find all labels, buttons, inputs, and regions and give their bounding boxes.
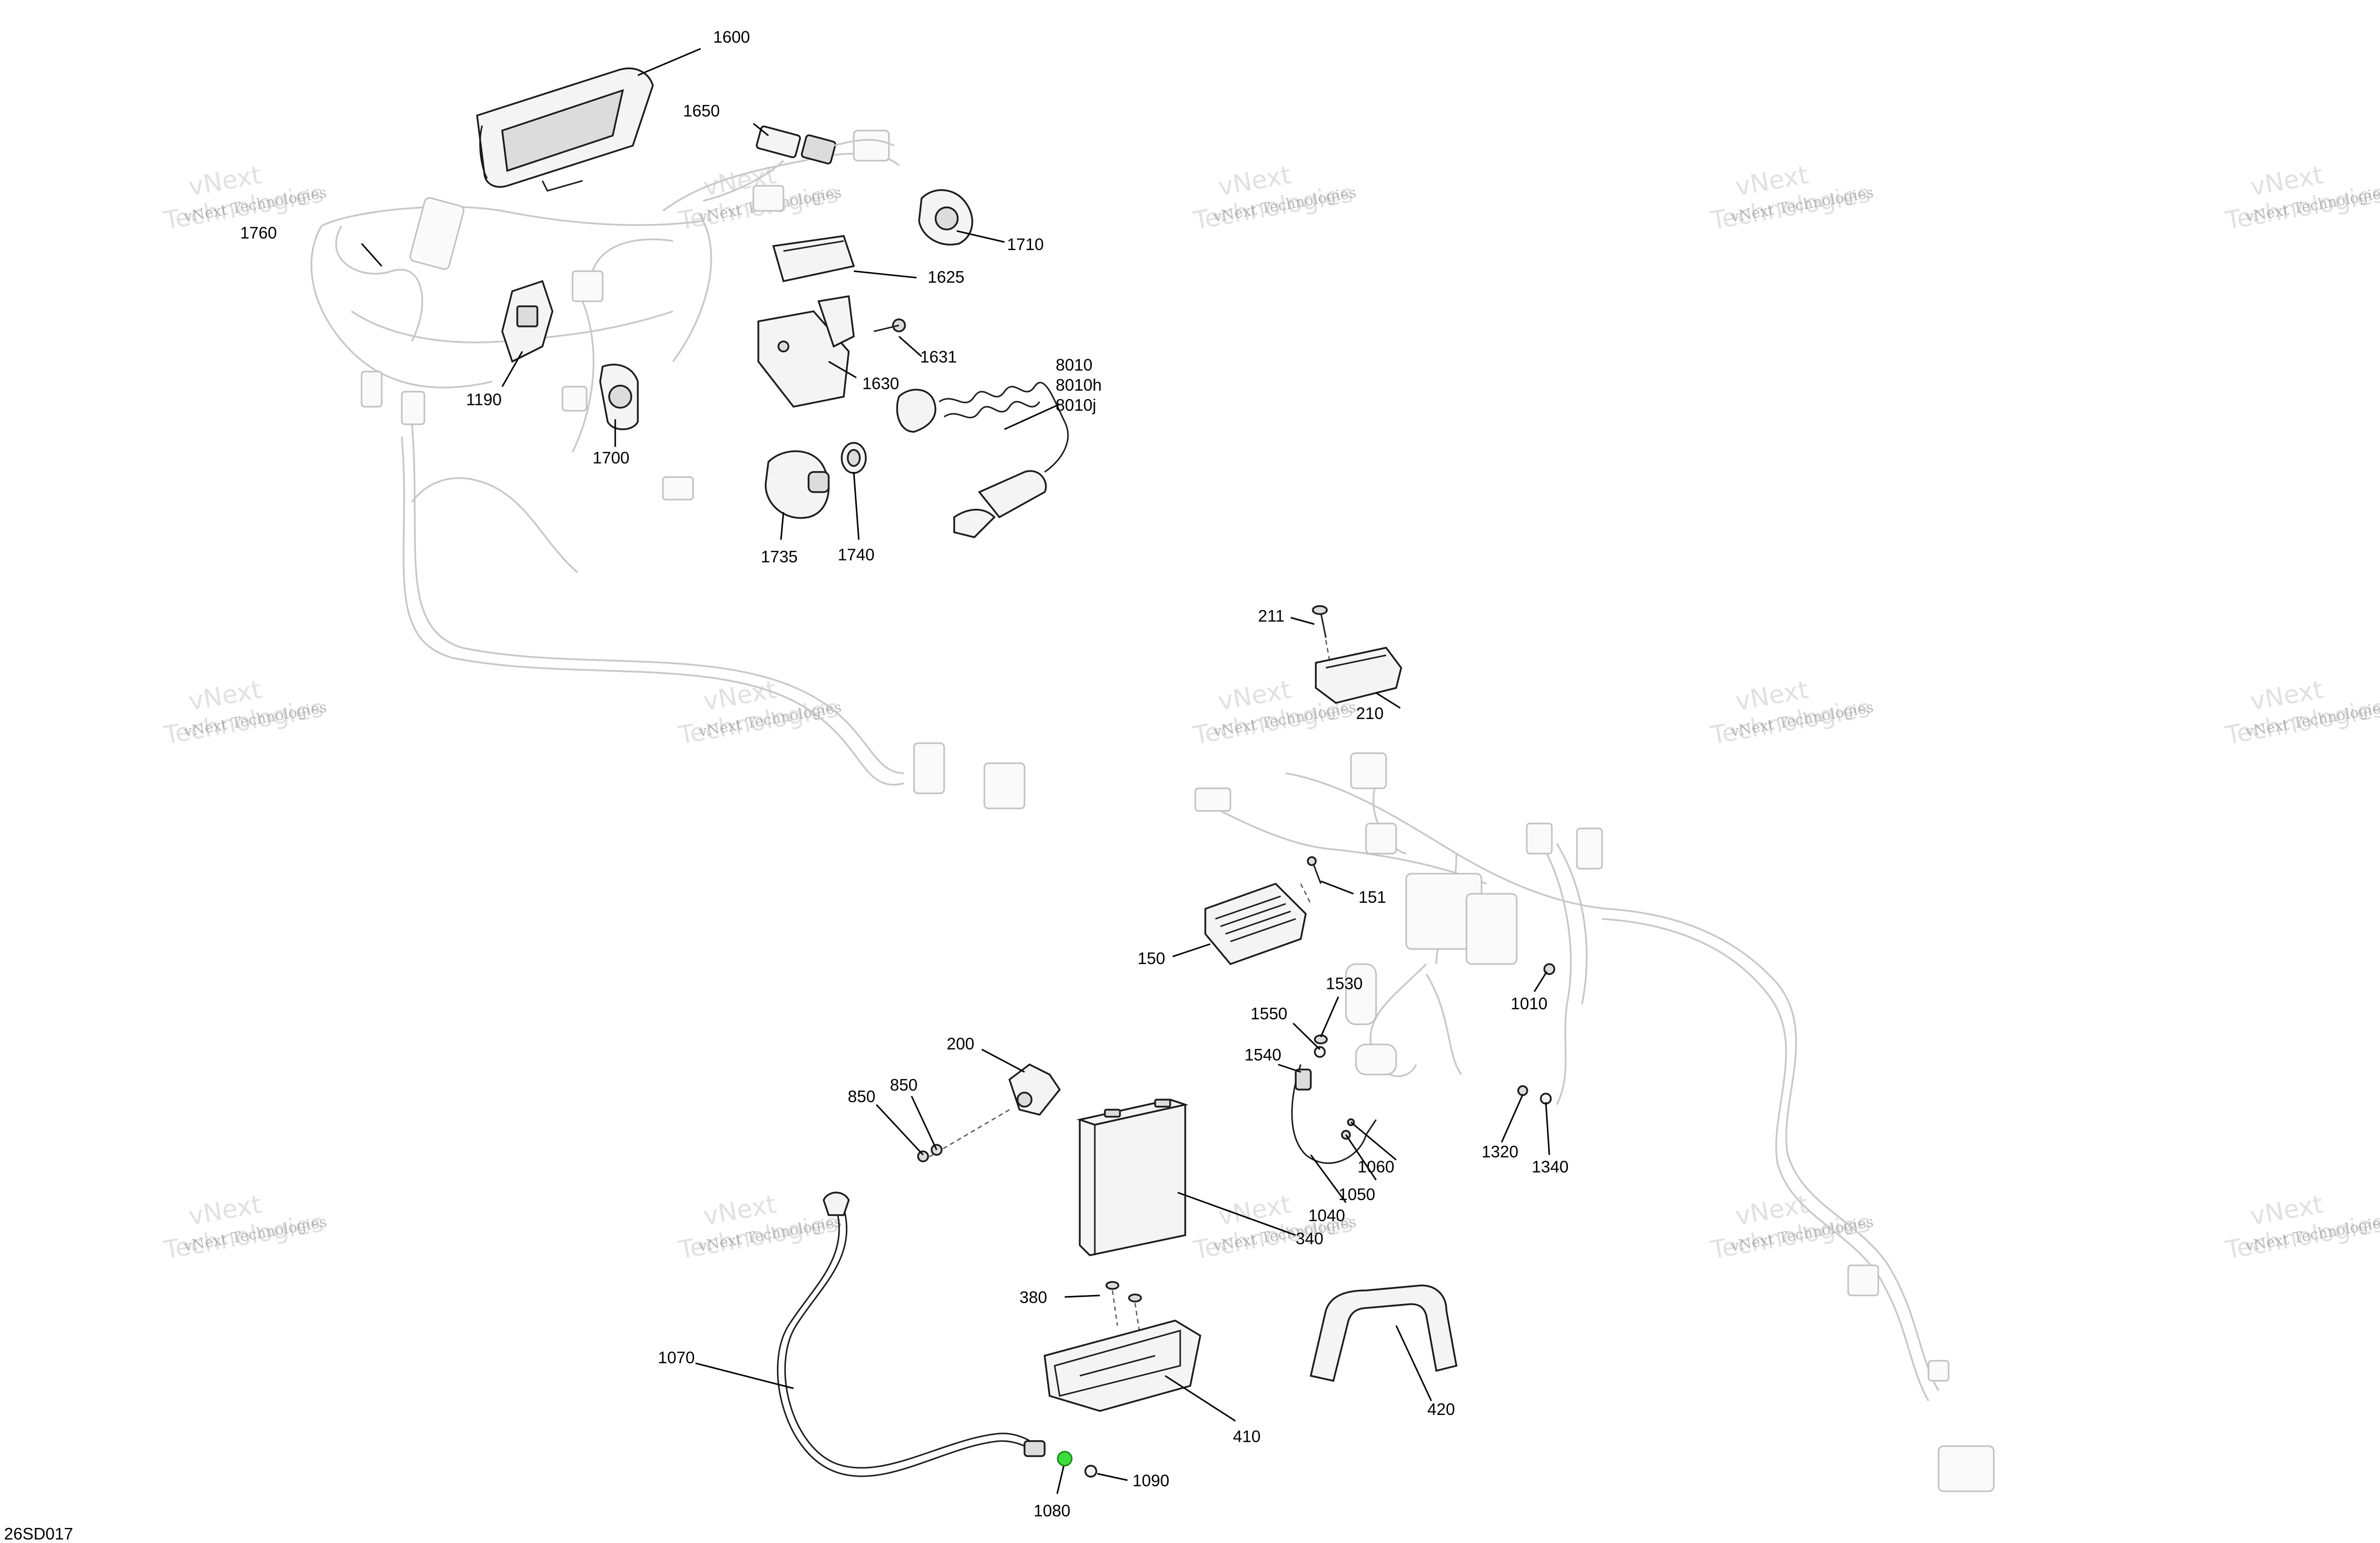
part-200-starter-solenoid	[924, 1063, 1061, 1161]
callout-1530: 1530	[1326, 974, 1363, 993]
callout-labels: 1600 1650 1760 1710 1625 1631 1630 8010 …	[240, 28, 1568, 1520]
upper-wiring-harness	[310, 130, 1026, 809]
callout-1050: 1050	[1338, 1185, 1375, 1204]
callout-1600: 1600	[713, 28, 750, 46]
callout-1320: 1320	[1482, 1142, 1518, 1161]
part-8010-ignition-key-tether	[896, 382, 1069, 538]
callout-150: 150	[1138, 949, 1165, 968]
callout-1190: 1190	[466, 390, 502, 409]
part-210-module	[1315, 647, 1402, 704]
callout-1040: 1040	[1308, 1206, 1345, 1225]
part-1631-screw	[873, 318, 906, 332]
part-1710-socket	[918, 189, 973, 246]
callout-1010: 1010	[1511, 994, 1547, 1013]
part-420-hold-down-strap	[1309, 1284, 1458, 1382]
part-1625-module	[772, 235, 855, 283]
part-410-battery-tray	[1044, 1320, 1201, 1412]
callout-1540: 1540	[1244, 1045, 1281, 1064]
callout-1090: 1090	[1132, 1471, 1169, 1490]
callout-1740: 1740	[838, 545, 874, 564]
part-1630-bracket	[757, 295, 855, 408]
part-1740-nut	[841, 442, 867, 474]
callout-380: 380	[1019, 1288, 1047, 1307]
part-151-screw	[1307, 856, 1322, 884]
callout-340: 340	[1296, 1229, 1323, 1248]
callout-1710: 1710	[1007, 235, 1044, 254]
callout-1625: 1625	[928, 268, 964, 286]
callout-1650: 1650	[683, 101, 720, 120]
callout-8010h: 8010h	[1056, 376, 1102, 394]
part-1190-switch	[501, 280, 553, 363]
callout-1060: 1060	[1357, 1157, 1394, 1176]
part-1080-nut-highlight	[1057, 1451, 1073, 1467]
callout-1735: 1735	[761, 547, 798, 566]
callout-1630: 1630	[862, 374, 899, 393]
callout-1700: 1700	[593, 448, 629, 467]
callout-850: 850	[890, 1076, 918, 1094]
part-1090-washer	[1084, 1465, 1097, 1478]
callout-1340: 1340	[1532, 1157, 1568, 1176]
callout-1550: 1550	[1251, 1004, 1287, 1023]
callout-1070: 1070	[658, 1348, 695, 1367]
part-1070-battery-cable	[776, 1192, 1046, 1477]
callout-410: 410	[1233, 1427, 1261, 1446]
part-1600-instrument-cluster	[476, 67, 654, 192]
part-1050-1060-hardware	[1341, 1118, 1355, 1140]
callout-8010j: 8010j	[1056, 396, 1096, 414]
callout-1080: 1080	[1034, 1501, 1070, 1520]
part-1040-battery-cable	[1291, 1064, 1377, 1164]
part-850-nuts	[917, 1144, 943, 1162]
callout-210: 210	[1356, 704, 1384, 723]
part-1700-socket	[599, 364, 639, 430]
callout-8010: 8010	[1056, 355, 1092, 374]
part-380-screws	[1105, 1281, 1142, 1336]
part-150-voltage-regulator	[1204, 882, 1312, 966]
callout-420: 420	[1427, 1400, 1455, 1418]
part-340-battery	[1076, 1099, 1189, 1256]
callout-200: 200	[947, 1034, 974, 1053]
callout-211: 211	[1258, 607, 1285, 625]
lower-wiring-harness	[1194, 752, 1995, 1492]
callout-850: 850	[848, 1087, 875, 1106]
leader-lines	[361, 48, 1550, 1494]
part-1735-ignition-switch	[764, 450, 830, 519]
diagram-code: 26SD017	[4, 1524, 73, 1543]
callout-151: 151	[1358, 888, 1386, 906]
part-211-screw	[1312, 605, 1332, 668]
callout-1631: 1631	[920, 347, 957, 366]
callout-1760: 1760	[240, 223, 277, 242]
